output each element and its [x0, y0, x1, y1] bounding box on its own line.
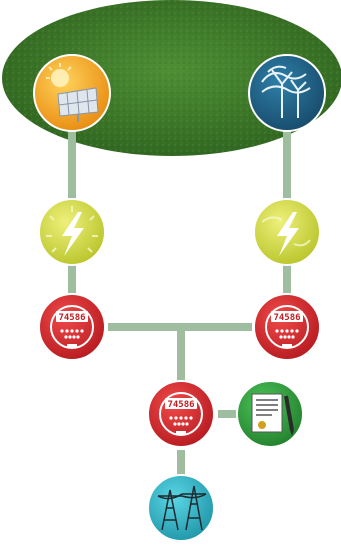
meter-reading: 74586: [58, 313, 85, 323]
solar-node: [33, 54, 111, 132]
contract-node: [236, 380, 304, 448]
sun-rays-icon: [46, 206, 98, 253]
meter-right-node: 74586: [253, 293, 321, 361]
wind-swirl-icon: [261, 216, 311, 247]
inverter-right-node: [253, 198, 321, 266]
meter-reading: 74586: [273, 313, 300, 323]
transmission-tower-icon: [157, 485, 207, 531]
wind-turbine-icon: [261, 65, 311, 118]
lightning-bolt-icon: [277, 212, 299, 256]
solar-panel-icon: [46, 63, 99, 122]
energy-meter-icon: 74586: [265, 305, 309, 349]
energy-meter-icon: 74586: [159, 392, 203, 436]
meter-reading: 74586: [167, 400, 194, 410]
grid-node: [147, 474, 215, 542]
contract-document-icon: [251, 393, 294, 436]
energy-meter-icon: 74586: [50, 305, 94, 349]
meter-bottom-node: 74586: [147, 380, 215, 448]
lightning-bolt-icon: [62, 212, 84, 256]
inverter-left-node: [38, 198, 106, 266]
meter-left-node: 74586: [38, 293, 106, 361]
wind-node: [248, 54, 326, 132]
